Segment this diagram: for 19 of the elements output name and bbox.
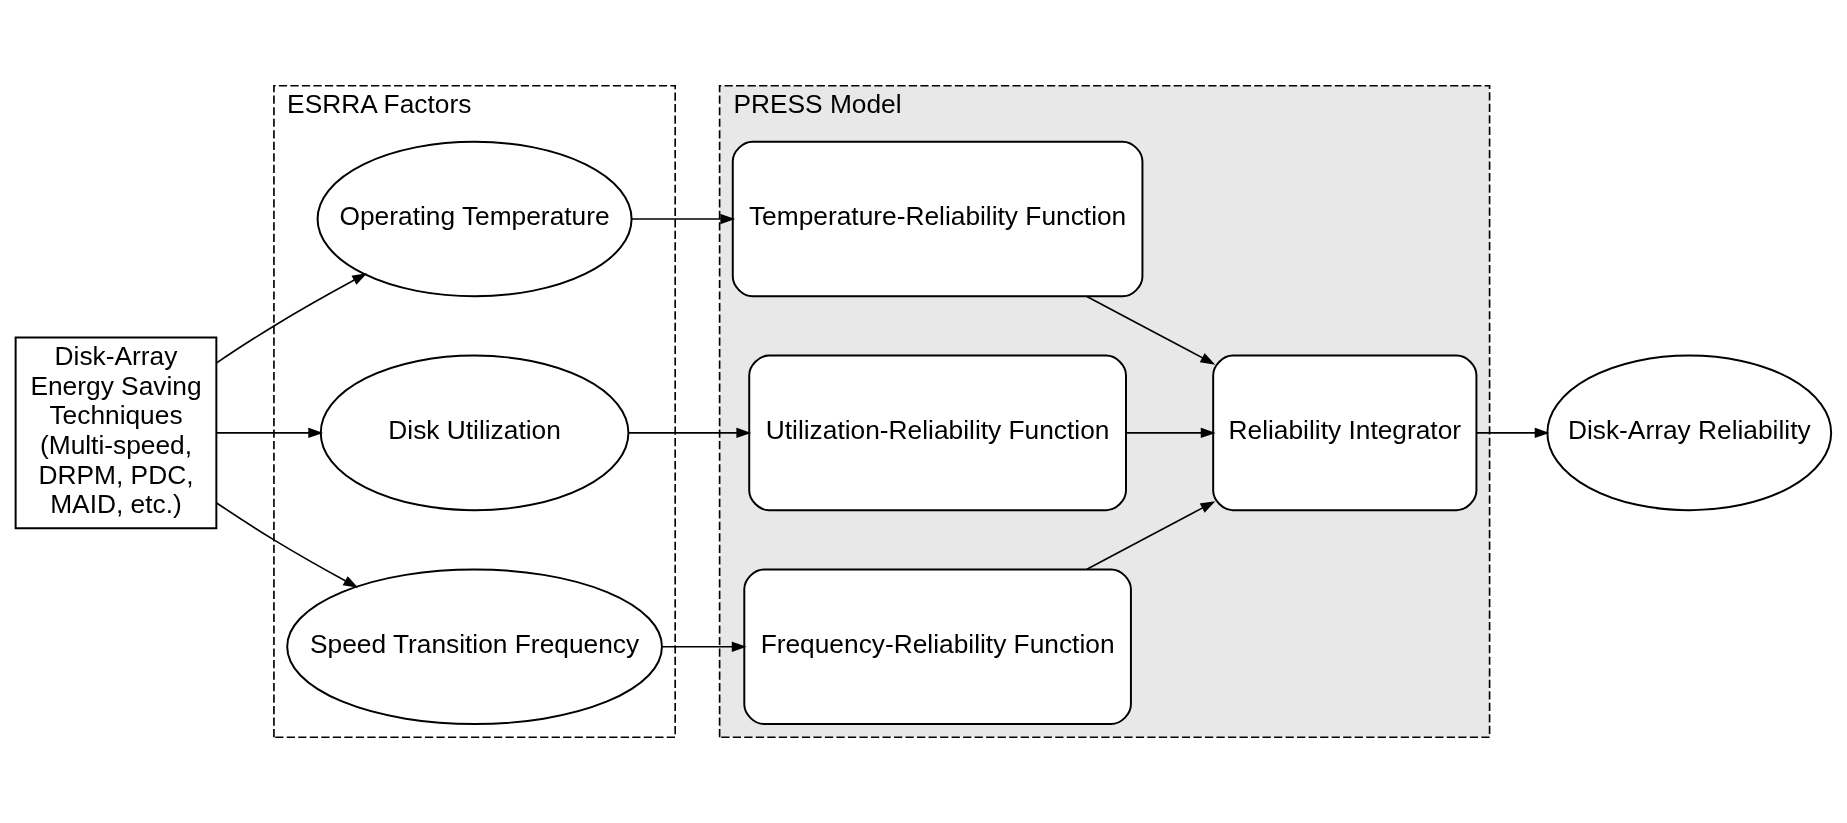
arrow — [630, 213, 736, 225]
node-box: Disk-Array Energy Saving Techniques (Multi-speed, DRPM, PDC, MAID, etc.) — [14, 336, 218, 530]
arrow — [1125, 427, 1216, 439]
arrow — [1086, 295, 1216, 365]
arrow — [215, 427, 324, 439]
arrow — [1476, 427, 1550, 439]
arrow — [215, 502, 359, 588]
node-box: Utilization-Reliability Function — [748, 354, 1127, 512]
node-box: Reliability Integrator — [1212, 354, 1478, 512]
node-ellipse: Speed Transition Frequency — [286, 568, 663, 726]
node-ellipse: Operating Temperature — [316, 140, 633, 298]
node-box: Frequency-Reliability Function — [743, 568, 1132, 726]
arrow — [1086, 501, 1216, 570]
arrow — [627, 427, 752, 439]
node-ellipse: Disk Utilization — [319, 354, 630, 512]
arrow — [661, 641, 747, 652]
node-ellipse: Disk-Array Reliability — [1546, 354, 1833, 512]
arrow — [215, 273, 368, 364]
node-box: Temperature-Reliability Function — [731, 140, 1144, 298]
